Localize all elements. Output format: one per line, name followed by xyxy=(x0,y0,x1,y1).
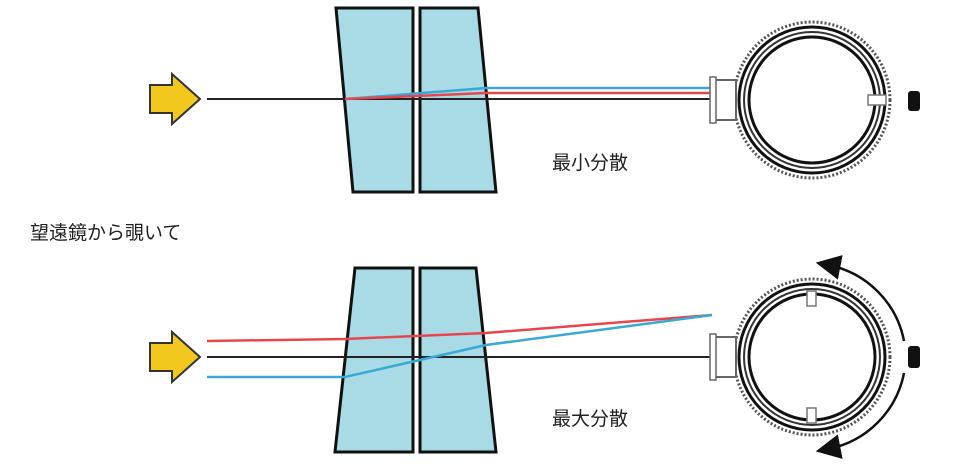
label-min-dispersion: 最小分散 xyxy=(552,152,629,174)
ray-blue xyxy=(344,86,712,101)
top-setup xyxy=(149,6,920,194)
label-view-from-telescope: 望遠鏡から覗いて xyxy=(30,222,182,244)
eyepiece-ring xyxy=(708,20,920,180)
rotate-arrow-down-icon xyxy=(815,372,906,459)
knob-icon xyxy=(908,346,920,368)
prism-left xyxy=(333,266,415,454)
bottom-setup xyxy=(149,255,920,459)
eyepiece-ring xyxy=(708,255,920,459)
label-max-dispersion: 最大分散 xyxy=(552,408,629,430)
ray-red xyxy=(344,91,712,101)
rotate-arrow-up-icon xyxy=(815,255,906,342)
ray-red xyxy=(206,313,713,343)
input-arrow-icon xyxy=(149,71,202,127)
prism-right xyxy=(418,266,498,454)
input-arrow-icon xyxy=(149,329,202,385)
ray-blue xyxy=(207,313,713,379)
knob-icon xyxy=(908,91,920,111)
